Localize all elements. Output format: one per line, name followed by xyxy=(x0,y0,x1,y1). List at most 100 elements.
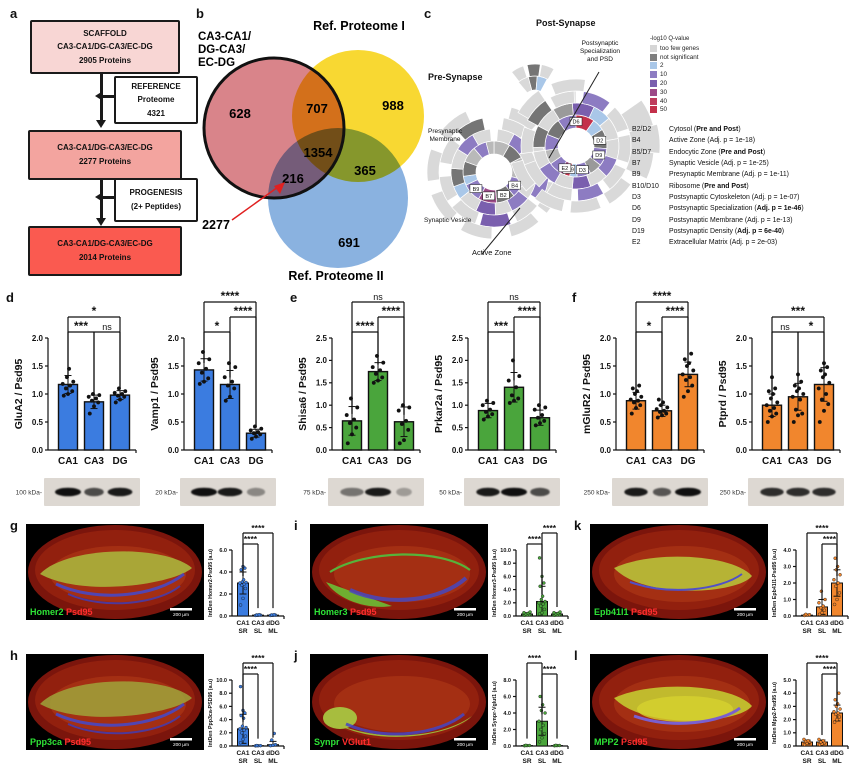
svg-text:B7: B7 xyxy=(485,194,492,200)
svg-text:0.0: 0.0 xyxy=(452,446,464,455)
venn-label-ref2: Ref. Proteome II xyxy=(288,269,383,283)
panel-letter-f: f xyxy=(572,290,577,305)
svg-text:DG: DG xyxy=(397,456,412,467)
svg-text:SL: SL xyxy=(538,758,546,765)
svg-text:D3: D3 xyxy=(579,168,586,174)
svg-text:SR: SR xyxy=(238,758,247,765)
svg-text:****: **** xyxy=(382,304,401,318)
svg-text:0.0: 0.0 xyxy=(168,446,180,455)
stain-labels: MPP2 Psd95 xyxy=(594,737,648,747)
svg-text:****: **** xyxy=(221,289,240,303)
svg-text:GluA2 / Psd95: GluA2 / Psd95 xyxy=(13,359,25,430)
flow-box-final-line2: 2014 Proteins xyxy=(78,253,132,262)
post-synapse-title: Post-Synapse xyxy=(536,18,596,28)
svg-text:SR: SR xyxy=(238,628,247,635)
svg-text:200 μm: 200 μm xyxy=(457,742,473,748)
svg-text:0.0: 0.0 xyxy=(316,446,328,455)
key-code: B10/D10 xyxy=(632,182,659,190)
svg-text:IntDen Ppp3ca-PSD95 (a.u): IntDen Ppp3ca-PSD95 (a.u) xyxy=(208,679,214,747)
svg-text:B2: B2 xyxy=(500,193,507,199)
svg-text:CA3: CA3 xyxy=(815,750,828,757)
venn-callout-arrowhead xyxy=(274,182,285,194)
legend-swatch xyxy=(650,97,657,105)
svg-text:8.0: 8.0 xyxy=(503,561,511,567)
panel-letter-g: g xyxy=(10,518,18,533)
key-code: D19 xyxy=(632,227,645,235)
svg-text:1.5: 1.5 xyxy=(600,362,612,371)
svg-text:20 kDa-: 20 kDa- xyxy=(155,490,178,497)
svg-text:dDG: dDG xyxy=(266,620,280,627)
venn-label-study-2: DG-CA3/ xyxy=(198,44,246,56)
svg-text:200 μm: 200 μm xyxy=(173,612,189,618)
svg-text:200 μm: 200 μm xyxy=(457,612,473,618)
svg-text:****: **** xyxy=(815,523,829,533)
flow-arrow-line-ref xyxy=(103,95,114,98)
legend-swatch xyxy=(650,62,657,70)
key-code: B5/D7 xyxy=(632,148,652,156)
key-description: Synaptic Vesicle (Adj. p = 1e-25) xyxy=(669,159,769,167)
svg-text:4.0: 4.0 xyxy=(783,691,791,697)
flow-arrow-line-prog xyxy=(103,196,114,199)
green-stain-label: MPP2 xyxy=(594,737,619,747)
venn-label-study-3: EC-DG xyxy=(198,57,235,69)
svg-text:IntDen Epb41l1-Psd95 (a.u): IntDen Epb41l1-Psd95 (a.u) xyxy=(772,549,778,618)
flow-arrowhead-left-prog xyxy=(95,192,103,202)
flow-arrowhead-down-1 xyxy=(96,120,106,128)
svg-text:****: **** xyxy=(653,289,672,303)
red-stain-label: Psd95 xyxy=(62,737,92,747)
svg-text:SR: SR xyxy=(522,628,531,635)
panel-letter-c: c xyxy=(424,6,432,21)
svg-text:CA3: CA3 xyxy=(251,620,264,627)
svg-text:D9: D9 xyxy=(595,153,602,159)
svg-text:0.0: 0.0 xyxy=(219,744,227,750)
legend-swatch xyxy=(650,71,657,79)
svg-text:2.0: 2.0 xyxy=(503,601,511,607)
svg-text:SL: SL xyxy=(538,628,546,635)
svg-text:1.5: 1.5 xyxy=(452,379,464,388)
chart-ppp3ca-intden: 0.02.04.06.08.010.0CA1SRCA3SLdDGML******… xyxy=(208,653,285,765)
key-description: Postsynaptic Membrane (Adj. p = 1e-13) xyxy=(669,216,793,224)
svg-text:1.0: 1.0 xyxy=(736,390,748,399)
svg-text:2.0: 2.0 xyxy=(783,581,791,587)
svg-text:1.0: 1.0 xyxy=(32,390,44,399)
svg-text:2.0: 2.0 xyxy=(783,718,791,724)
chart-epb41l1-intden: 0.01.02.03.04.0CA1SRCA3SLdDGML********In… xyxy=(772,523,849,635)
svg-text:1.5: 1.5 xyxy=(736,362,748,371)
key-description: Endocytic Zone (Pre and Post) xyxy=(669,148,766,156)
svg-text:****: **** xyxy=(251,523,265,533)
svg-text:CA3: CA3 xyxy=(815,620,828,627)
legend-swatch xyxy=(650,53,657,61)
svg-text:ML: ML xyxy=(552,758,561,765)
svg-text:0.0: 0.0 xyxy=(736,446,748,455)
panel-letter-h: h xyxy=(10,648,18,663)
svg-text:6.0: 6.0 xyxy=(503,574,511,580)
svg-text:200 μm: 200 μm xyxy=(173,742,189,748)
venn-callout-count: 2277 xyxy=(202,218,230,232)
svg-text:*: * xyxy=(647,319,652,333)
svg-text:250 kDa-: 250 kDa- xyxy=(584,490,610,497)
key-code: E2 xyxy=(632,239,641,247)
svg-text:CA3: CA3 xyxy=(535,620,548,627)
svg-text:2.0: 2.0 xyxy=(452,356,464,365)
svg-text:ns: ns xyxy=(102,322,112,332)
panel-letter-l: l xyxy=(574,648,578,663)
svg-text:CA1: CA1 xyxy=(236,750,249,757)
svg-text:ML: ML xyxy=(832,758,841,765)
legend-entry: 50 xyxy=(650,106,699,115)
venn-diagram: CA3-CA1/ DG-CA3/ EC-DG Ref. Proteome I R… xyxy=(198,19,424,283)
svg-text:SR: SR xyxy=(802,628,811,635)
svg-text:10.0: 10.0 xyxy=(500,548,511,554)
svg-text:CA1: CA1 xyxy=(194,456,214,467)
legend-label: not significant xyxy=(660,53,699,61)
legend-label: 20 xyxy=(660,80,668,88)
svg-text:****: **** xyxy=(244,534,258,544)
chart-mpp2-intden: 0.01.02.03.04.05.0CA1SRCA3SLdDGML*******… xyxy=(772,653,849,765)
